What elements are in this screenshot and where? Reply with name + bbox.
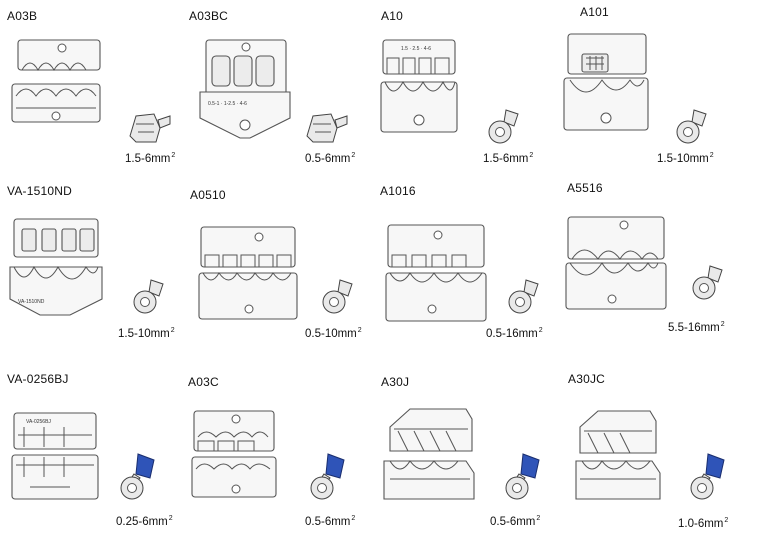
crimp-die-illustration: 1.5 · 2.5 · 4-6 [380,39,458,133]
insulated-ring-terminal-icon [310,453,345,500]
wire-range: 1.0-6mm2 [678,517,729,530]
model-label: A03B [7,9,38,23]
model-label: A30J [381,375,410,389]
insulated-ring-terminal-icon [690,453,725,500]
model-label: VA-1510ND [7,184,72,198]
model-label: A1016 [380,184,416,198]
wire-range: 1.5-6mm2 [125,152,176,165]
model-label: A03C [188,375,219,389]
wire-range: 0.5-6mm2 [305,515,356,528]
crimp-die-illustration [191,410,277,498]
crimp-die-illustration [198,226,298,320]
insulated-ring-terminal-icon [505,453,540,500]
wire-range: 0.5-10mm2 [305,327,362,340]
die-engraving: VA-1510ND [18,299,45,305]
crimp-die-illustration [565,216,667,310]
ring-terminal-icon [133,279,164,314]
model-label: VA-0256BJ [7,372,69,386]
ring-terminal-icon [488,109,519,144]
wire-range: 1.5-6mm2 [483,152,534,165]
wire-range: 1.5-10mm2 [118,327,175,340]
wire-range: 0.5-6mm2 [490,515,541,528]
ring-terminal-icon [322,279,353,314]
crimp-die-illustration: VA-1510ND [9,218,103,316]
wire-range: 0.5-6mm2 [305,152,356,165]
open-barrel-terminal-icon [306,113,348,143]
model-label: A03BC [189,9,229,23]
model-label: A0510 [190,188,226,202]
open-barrel-terminal-icon [129,113,171,143]
crimp-die-illustration: 0.5-1 · 1-2.5 · 4-6 [199,39,291,139]
crimp-die-illustration [11,39,101,123]
model-label: A101 [580,5,609,19]
crimp-die-illustration [563,33,649,131]
die-size-marks: 0.5-1 · 1-2.5 · 4-6 [208,101,247,107]
wire-range: 5.5-16mm2 [668,321,725,334]
die-engraving: VA-0256BJ [26,419,51,425]
ring-terminal-icon [676,109,707,144]
wire-range: 0.5-16mm2 [486,327,543,340]
crimp-die-illustration [385,224,487,322]
crimp-die-illustration: VA-0256BJ [11,412,99,500]
ring-terminal-icon [508,279,539,314]
model-label: A30JC [568,372,606,386]
ring-terminal-icon [692,265,723,300]
crimp-die-illustration [383,408,475,500]
model-label: A10 [381,9,403,23]
wire-range: 0.25-6mm2 [116,515,173,528]
wire-range: 1.5-10mm2 [657,152,714,165]
model-label: A5516 [567,181,603,195]
die-size-marks: 1.5 · 2.5 · 4-6 [401,46,431,52]
insulated-ring-terminal-icon [120,453,155,500]
crimp-die-illustration [575,410,661,500]
